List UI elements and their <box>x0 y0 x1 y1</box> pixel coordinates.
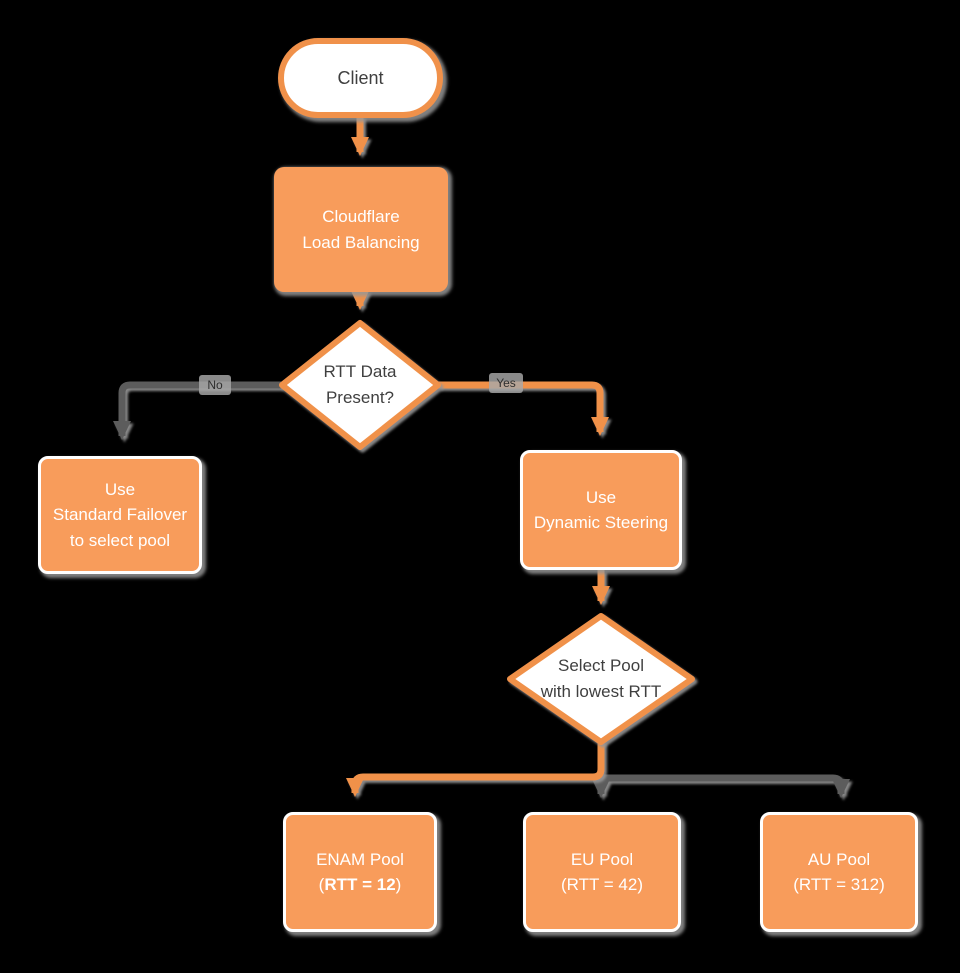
rtt-decision-label: RTT Data Present? <box>285 352 435 418</box>
edge-label-no: No <box>199 375 231 395</box>
enam-pool-line1: ENAM Pool <box>316 849 404 869</box>
enam-paren-open: ( <box>318 875 325 894</box>
rtt-decision-line2: Present? <box>325 388 395 407</box>
standard-failover-line2: Standard Failover <box>52 505 188 525</box>
edge-no-branch <box>113 381 282 440</box>
node-eu-pool: EU Pool (RTT = 42) <box>523 812 681 932</box>
dynamic-steering-line2: Dynamic Steering <box>533 513 669 532</box>
au-pool-line1: AU Pool <box>807 849 871 869</box>
load-balancer-line2: Load Balancing <box>302 232 420 252</box>
node-enam-pool: ENAM Pool (RTT = 12) <box>283 812 437 932</box>
select-pool-diamond <box>507 613 695 745</box>
au-pool-line2: (RTT = 312) <box>793 875 885 894</box>
enam-rtt-value: RTT = 12 <box>324 875 396 894</box>
select-pool-label: Select Pool with lowest RTT <box>511 646 691 712</box>
enam-paren-close: ) <box>395 875 402 894</box>
edge-label-yes: Yes <box>489 373 523 393</box>
rtt-decision-line1: RTT Data <box>323 361 397 381</box>
edge-to-au-pool <box>601 774 850 798</box>
node-standard-failover: Use Standard Failover to select pool <box>38 456 202 574</box>
edge-to-enam-pool <box>346 741 605 797</box>
dynamic-steering-line1: Use <box>585 487 617 507</box>
standard-failover-line1: Use <box>104 479 136 499</box>
node-load-balancer: Cloudflare Load Balancing <box>274 167 448 292</box>
node-au-pool: AU Pool (RTT = 312) <box>760 812 918 932</box>
standard-failover-line3: to select pool <box>69 530 171 550</box>
node-dynamic-steering: Use Dynamic Steering <box>520 450 682 570</box>
load-balancer-line1: Cloudflare <box>322 207 400 226</box>
edge-yes-branch <box>438 381 609 436</box>
eu-pool-line2: (RTT = 42) <box>560 875 644 894</box>
select-pool-line1: Select Pool <box>558 655 644 675</box>
rtt-decision-diamond <box>279 320 441 450</box>
client-label: Client <box>337 67 384 88</box>
select-pool-line2: with lowest RTT <box>540 682 662 701</box>
node-client: Client <box>278 38 443 118</box>
enam-pool-line2: (RTT = 12) <box>319 872 402 898</box>
eu-pool-line1: EU Pool <box>570 849 634 869</box>
